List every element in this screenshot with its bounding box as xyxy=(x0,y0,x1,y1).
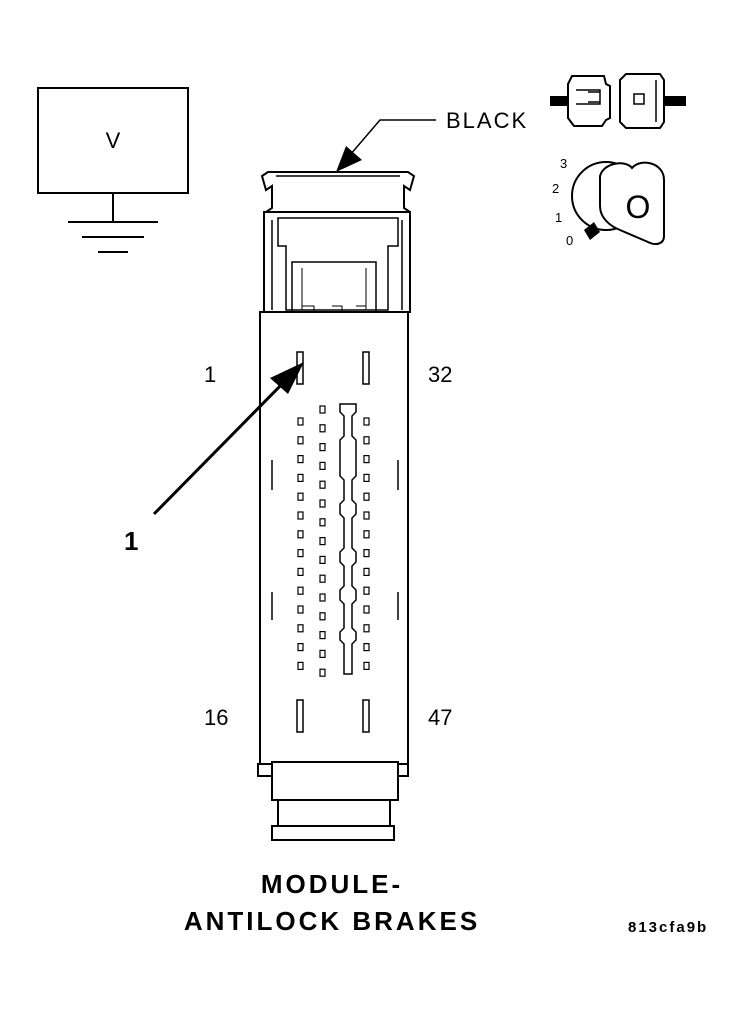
pin-cavity xyxy=(297,567,304,577)
pin-47-slot xyxy=(362,699,370,733)
pin-cavity xyxy=(319,424,326,433)
pin-cavity xyxy=(363,473,370,482)
connector-mate-icon xyxy=(550,73,686,129)
pin-label-32: 32 xyxy=(428,362,452,387)
pin-cavity xyxy=(319,612,326,621)
polarization-key xyxy=(339,403,357,675)
pin-cavity xyxy=(297,511,304,520)
pin-cavity xyxy=(319,480,326,489)
pin-cavity xyxy=(319,518,326,527)
title-line-2: ANTILOCK BRAKES xyxy=(184,906,480,936)
pin-cavities xyxy=(297,405,370,677)
pin-cavity xyxy=(297,548,304,558)
pin-16-slot xyxy=(296,699,304,733)
pin-cavity xyxy=(297,492,304,501)
pin-cavity xyxy=(363,511,370,520)
lock-tab-notch xyxy=(302,305,366,312)
callout-arrowhead xyxy=(270,362,304,394)
pin-cavity xyxy=(297,605,304,614)
pin-cavity xyxy=(319,405,326,414)
voltmeter-symbol: V xyxy=(37,87,189,253)
lock-tab xyxy=(291,261,377,312)
connector-wire-exit xyxy=(277,799,391,827)
callout-arrow-line xyxy=(152,376,290,516)
female-half-icon xyxy=(619,73,665,129)
pin-cavity xyxy=(363,605,370,614)
pin-cavity xyxy=(319,593,326,602)
pin-32-slot xyxy=(362,351,370,385)
connector-shroud xyxy=(263,211,411,313)
pin-cavity xyxy=(363,417,370,426)
shroud-inner-frame xyxy=(277,217,399,311)
connector-boot xyxy=(271,825,395,841)
ignition-pos-0: 0 xyxy=(566,233,573,248)
pin-cavity xyxy=(363,661,370,671)
pin-cavity xyxy=(363,492,370,501)
connector-latch xyxy=(260,171,416,313)
pin-cavity xyxy=(297,586,304,595)
pin-cavity xyxy=(297,661,304,671)
pin-cavity xyxy=(297,436,304,445)
callout-number: 1 xyxy=(124,526,138,556)
ignition-pos-1: 1 xyxy=(555,210,562,225)
figure-code: 813cfa9b xyxy=(628,919,708,936)
pin-cavity xyxy=(319,536,326,546)
pin-cavity xyxy=(363,567,370,577)
pin-cavity xyxy=(319,574,326,583)
pin-cavity xyxy=(319,443,326,452)
female-half-slot xyxy=(633,93,645,105)
wire-right-icon xyxy=(664,96,686,106)
pin-cavity xyxy=(363,530,370,539)
pin-cavity xyxy=(297,417,304,426)
pin-cavity xyxy=(363,436,370,445)
pin-cavity xyxy=(319,649,326,659)
male-half-slot xyxy=(576,89,601,105)
voltmeter-label: V xyxy=(106,128,121,153)
color-leader-arrowhead xyxy=(336,146,362,172)
ignition-key-label: O xyxy=(626,189,651,225)
pin-cavity xyxy=(297,624,304,633)
male-half-icon xyxy=(567,75,611,127)
connector-face xyxy=(259,311,409,765)
wire-left-icon xyxy=(550,96,570,106)
pin-cavity xyxy=(319,668,326,677)
pin-label-47: 47 xyxy=(428,705,452,730)
pin-cavity xyxy=(363,455,370,464)
color-leader-line xyxy=(349,119,436,156)
connector-base xyxy=(257,761,409,841)
pin-cavity xyxy=(363,548,370,558)
ignition-indicator xyxy=(584,222,600,240)
pin-label-16: 16 xyxy=(204,705,228,730)
ignition-pos-3: 3 xyxy=(560,156,567,171)
pin-cavity xyxy=(319,499,326,508)
pin-cavity xyxy=(297,473,304,482)
pin-cavity xyxy=(363,642,370,652)
connector-color-callout: BLACK xyxy=(336,108,528,172)
title-line-1: MODULE- xyxy=(261,869,403,899)
connector-color-label: BLACK xyxy=(446,108,528,133)
connector-base-block xyxy=(271,761,399,801)
pin-cavity xyxy=(363,586,370,595)
pin-cavity xyxy=(297,642,304,652)
pin-cavity xyxy=(297,530,304,539)
connector-body xyxy=(259,311,409,765)
pin-cavity xyxy=(297,455,304,464)
pin-cavity xyxy=(319,461,326,470)
pin-cavity xyxy=(319,630,326,640)
ignition-pos-2: 2 xyxy=(552,181,559,196)
pin-cavity xyxy=(319,555,326,565)
ignition-switch-icon: 3 2 1 0 O xyxy=(552,156,665,248)
pin-cavity xyxy=(363,624,370,633)
pin-label-1: 1 xyxy=(204,362,216,387)
ignition-key-icon xyxy=(599,161,665,245)
callout-1: 1 xyxy=(124,362,304,556)
